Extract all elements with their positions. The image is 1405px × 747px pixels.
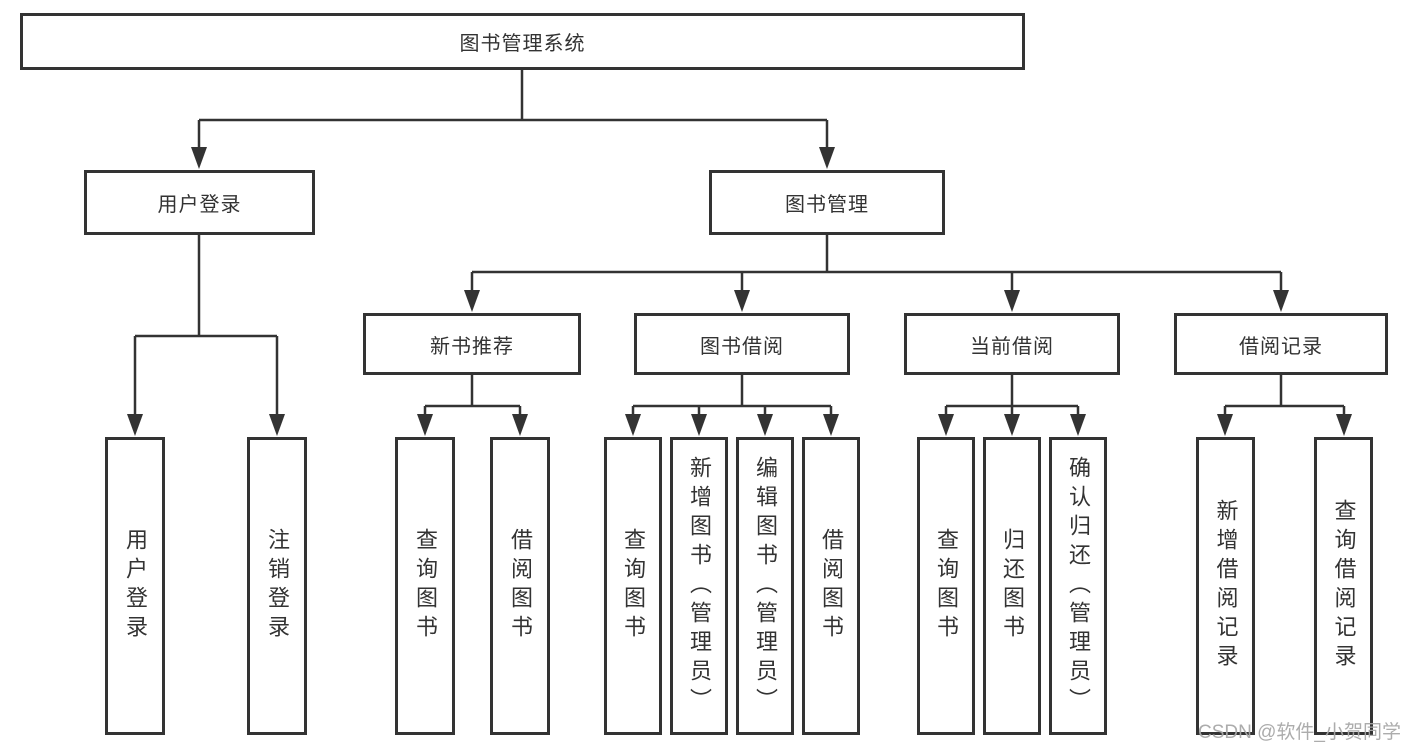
arrowhead — [464, 290, 480, 312]
node-new-book-recommend: 新书推荐 — [363, 313, 581, 375]
node-borrowing-records: 借阅记录 — [1174, 313, 1388, 375]
leaf-edit-book-admin: 编辑图书（管理员） — [736, 437, 794, 735]
node-current-borrowing: 当前借阅 — [904, 313, 1120, 375]
arrowhead — [1336, 414, 1352, 436]
leaf-logout-label: 注销登录 — [265, 528, 290, 644]
arrowhead — [1004, 290, 1020, 312]
leaf-query-books-current: 查询图书 — [917, 437, 975, 735]
node-book-borrowing-label: 图书借阅 — [700, 335, 784, 358]
node-user-login: 用户登录 — [84, 170, 315, 235]
arrowhead — [1004, 414, 1020, 436]
node-borrowing-records-label: 借阅记录 — [1239, 335, 1323, 358]
node-book-management-label: 图书管理 — [785, 194, 869, 216]
leaf-edit-book-admin-label: 编辑图书（管理员） — [753, 455, 778, 717]
arrowhead — [1217, 414, 1233, 436]
leaf-return-book-label: 归还图书 — [1000, 528, 1025, 644]
leaf-add-book-admin: 新增图书（管理员） — [670, 437, 728, 735]
leaf-query-books-current-label: 查询图书 — [934, 528, 959, 644]
leaf-user-login: 用户登录 — [105, 437, 165, 735]
leaf-confirm-return-admin-label: 确认归还（管理员） — [1066, 455, 1091, 717]
leaf-user-login-label: 用户登录 — [123, 528, 148, 644]
node-current-borrowing-label: 当前借阅 — [970, 335, 1054, 358]
node-book-management: 图书管理 — [709, 170, 945, 235]
arrowhead — [269, 414, 285, 436]
node-root-label: 图书管理系统 — [459, 33, 586, 55]
arrowhead — [757, 414, 773, 436]
arrowhead — [819, 147, 835, 169]
leaf-query-books-recommend: 查询图书 — [395, 437, 455, 735]
leaf-query-books-recommend-label: 查询图书 — [413, 528, 438, 644]
leaf-logout: 注销登录 — [247, 437, 307, 735]
arrowhead — [691, 414, 707, 436]
csdn-watermark: CSDN @软件_小贺同学 — [1198, 722, 1401, 743]
arrowhead — [1273, 290, 1289, 312]
leaf-return-book: 归还图书 — [983, 437, 1041, 735]
leaf-add-borrow-record: 新增借阅记录 — [1196, 437, 1255, 735]
arrowhead — [1070, 414, 1086, 436]
leaf-borrow-books-borrowing-label: 借阅图书 — [819, 528, 844, 644]
leaf-confirm-return-admin: 确认归还（管理员） — [1049, 437, 1107, 735]
connector-path — [133, 70, 1346, 417]
leaf-borrow-books-recommend: 借阅图书 — [490, 437, 550, 735]
arrowhead — [625, 414, 641, 436]
node-new-book-recommend-label: 新书推荐 — [430, 335, 514, 358]
arrowhead — [191, 147, 207, 169]
leaf-query-books-borrowing: 查询图书 — [604, 437, 662, 735]
leaf-query-borrow-record: 查询借阅记录 — [1314, 437, 1373, 735]
arrowhead — [417, 414, 433, 436]
node-user-login-label: 用户登录 — [157, 194, 242, 216]
leaf-add-book-admin-label: 新增图书（管理员） — [687, 455, 712, 717]
leaf-borrow-books-recommend-label: 借阅图书 — [508, 528, 533, 644]
arrowhead — [823, 414, 839, 436]
leaf-query-books-borrowing-label: 查询图书 — [621, 528, 646, 644]
node-book-borrowing: 图书借阅 — [634, 313, 850, 375]
leaf-borrow-books-borrowing: 借阅图书 — [802, 437, 860, 735]
node-root: 图书管理系统 — [20, 13, 1025, 70]
arrowhead — [512, 414, 528, 436]
arrowhead — [127, 414, 143, 436]
leaf-query-borrow-record-label: 查询借阅记录 — [1331, 499, 1357, 673]
leaf-add-borrow-record-label: 新增借阅记录 — [1213, 499, 1239, 673]
arrowhead — [734, 290, 750, 312]
arrowhead — [938, 414, 954, 436]
